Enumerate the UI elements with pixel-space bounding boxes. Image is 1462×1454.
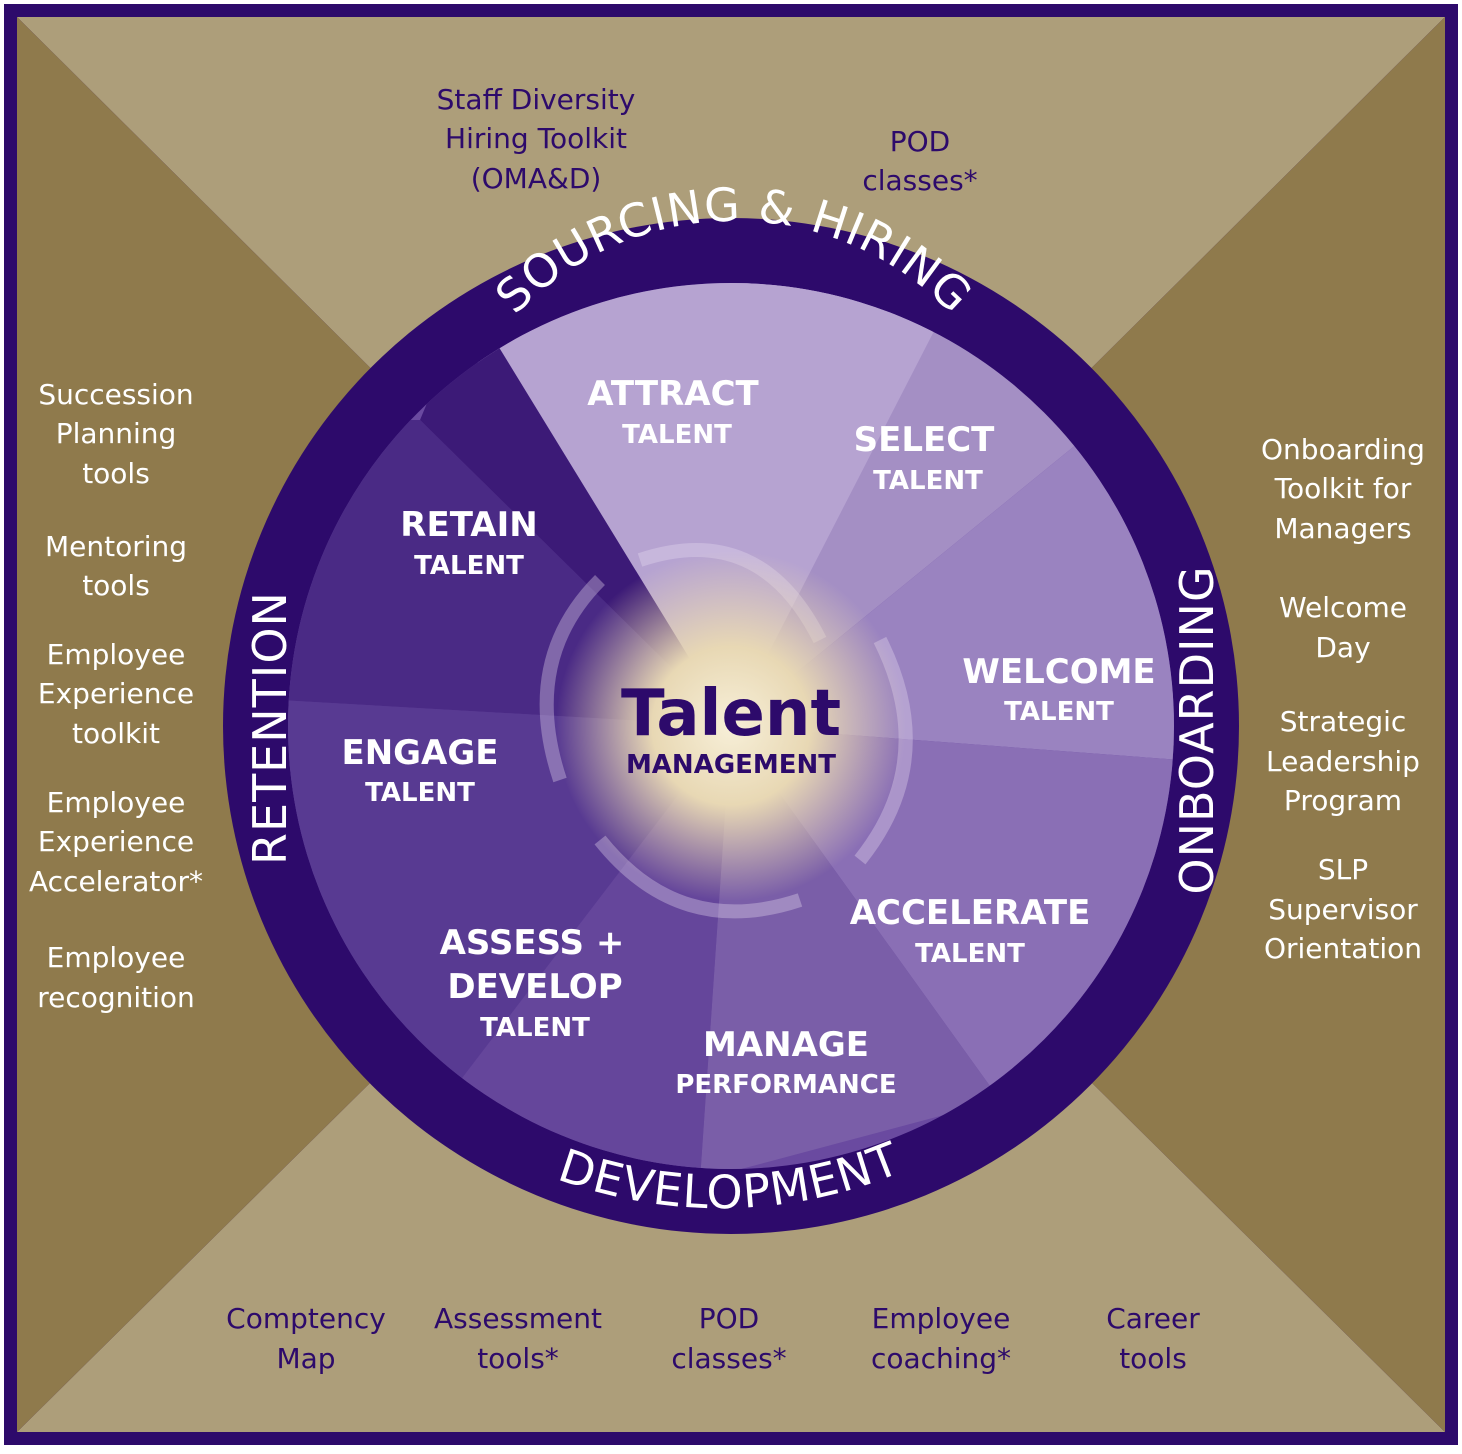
stage-engage-sub: TALENT [365,778,475,808]
svg-text:Welcome: Welcome [1279,591,1407,624]
stage-manage-title: MANAGE [703,1025,869,1065]
svg-text:recognition: recognition [37,981,195,1014]
svg-text:tools*: tools* [477,1342,559,1375]
svg-text:Toolkit for: Toolkit for [1274,472,1412,505]
svg-text:Planning: Planning [56,417,177,450]
left-resource-5: Employee recognition [37,941,195,1014]
stage-engage-title: ENGAGE [341,733,498,773]
svg-text:Orientation: Orientation [1264,932,1422,965]
left-resource-2: Mentoring tools [45,530,187,602]
stage-assess-title2: DEVELOP [447,967,622,1007]
bottom-resource-3: POD classes* [671,1302,786,1375]
svg-text:Comptency: Comptency [226,1302,386,1335]
svg-text:classes*: classes* [862,164,977,197]
stage-assess-sub: TALENT [480,1013,590,1043]
svg-text:coaching*: coaching* [871,1342,1011,1375]
ring-label-right: ONBOARDING [1170,565,1224,894]
stage-retain-sub: TALENT [414,551,524,581]
bottom-resource-1: Comptency Map [226,1302,386,1375]
stage-welcome-sub: TALENT [1004,697,1114,727]
right-resource-3: Strategic Leadership Program [1266,705,1420,817]
svg-text:Employee: Employee [47,786,186,819]
left-resource-4: Employee Experience Accelerator* [29,786,203,898]
svg-text:tools: tools [82,569,150,602]
svg-text:classes*: classes* [671,1342,786,1375]
stage-retain-title: RETAIN [400,505,537,545]
stage-accelerate-title: ACCELERATE [850,893,1091,933]
stage-accelerate-sub: TALENT [915,939,1025,969]
right-resource-1: Onboarding Toolkit for Managers [1261,433,1425,545]
svg-text:Accelerator*: Accelerator* [29,865,203,898]
svg-text:Succession: Succession [38,378,193,411]
svg-text:Mentoring: Mentoring [45,530,187,563]
svg-text:tools: tools [1119,1342,1187,1375]
bottom-resource-5: Career tools [1106,1302,1200,1375]
svg-text:Career: Career [1106,1302,1200,1335]
svg-text:Employee: Employee [872,1302,1011,1335]
right-resource-2: Welcome Day [1279,591,1407,664]
ring-label-left: RETENTION [243,591,297,865]
stage-attract-sub: TALENT [622,420,732,450]
svg-text:Leadership: Leadership [1266,745,1420,778]
bottom-resource-2: Assessment tools* [434,1302,602,1375]
svg-text:tools: tools [82,457,150,490]
bottom-resource-4: Employee coaching* [871,1302,1011,1375]
svg-text:Day: Day [1315,631,1370,664]
svg-text:Employee: Employee [47,638,186,671]
svg-text:Map: Map [276,1342,335,1375]
center-title: Talent [621,677,841,751]
svg-text:Experience: Experience [38,677,194,710]
svg-text:Assessment: Assessment [434,1302,602,1335]
stage-select-sub: TALENT [873,466,983,496]
svg-text:Employee: Employee [47,941,186,974]
svg-text:Managers: Managers [1274,512,1411,545]
svg-text:Hiring Toolkit: Hiring Toolkit [445,122,627,155]
stage-assess-title: ASSESS + [440,923,625,963]
top-resource-2: POD classes* [862,125,977,197]
center-subtitle: MANAGEMENT [626,750,836,780]
svg-text:Experience: Experience [38,825,194,858]
svg-text:Strategic: Strategic [1280,705,1407,738]
stage-welcome-title: WELCOME [962,652,1155,692]
svg-text:(OMA&D): (OMA&D) [471,162,602,195]
svg-text:Program: Program [1284,784,1402,817]
stage-manage-sub: PERFORMANCE [675,1070,896,1100]
svg-text:POD: POD [890,125,950,158]
top-resource-1: Staff Diversity Hiring Toolkit (OMA&D) [437,83,636,195]
svg-text:SLP: SLP [1318,853,1368,886]
svg-text:Supervisor: Supervisor [1268,893,1418,926]
svg-text:POD: POD [699,1302,759,1335]
left-resource-1: Succession Planning tools [38,378,193,490]
right-resource-4: SLP Supervisor Orientation [1264,853,1422,965]
svg-text:toolkit: toolkit [72,717,160,750]
stage-attract-title: ATTRACT [587,374,759,414]
svg-text:Staff Diversity: Staff Diversity [437,83,636,116]
svg-text:Onboarding: Onboarding [1261,433,1425,466]
left-resource-3: Employee Experience toolkit [38,638,194,750]
stage-select-title: SELECT [854,420,996,460]
